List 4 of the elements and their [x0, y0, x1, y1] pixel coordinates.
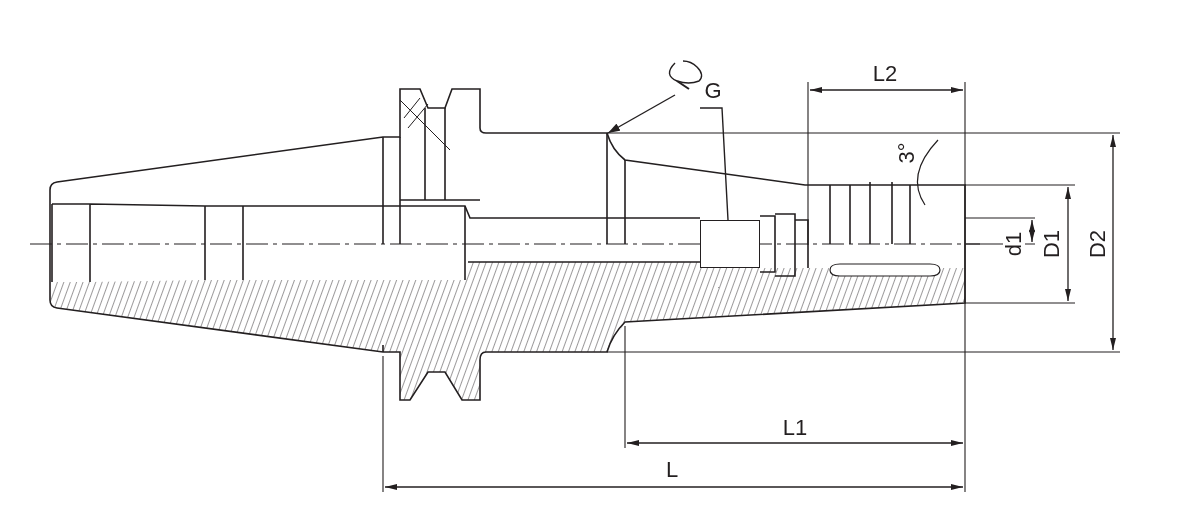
- leader-line: [607, 94, 676, 134]
- leader-line: [699, 107, 729, 221]
- thread-section: [700, 220, 760, 268]
- dimension-label: d1: [1003, 230, 1025, 258]
